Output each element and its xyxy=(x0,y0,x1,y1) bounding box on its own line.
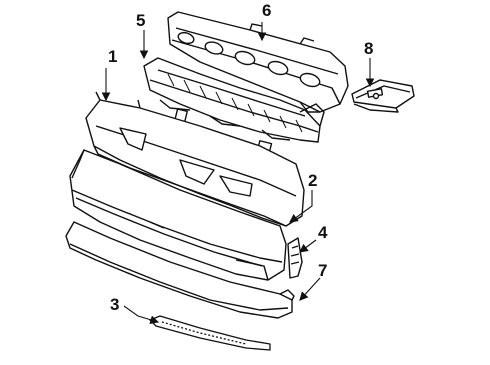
mounting-bracket xyxy=(351,79,415,113)
callout-5: 5 xyxy=(136,11,145,30)
callout-8: 8 xyxy=(364,39,373,58)
leader-3 xyxy=(123,305,160,325)
bumper-cover-upper xyxy=(85,91,305,227)
leader-lines xyxy=(101,22,375,325)
leader-4 xyxy=(299,239,317,253)
bumper-face-bar xyxy=(69,149,287,281)
leader-2 xyxy=(289,190,313,223)
lower-valance xyxy=(65,221,295,319)
reinforcement-bar xyxy=(167,11,349,113)
callout-4: 4 xyxy=(318,223,328,242)
callout-3: 3 xyxy=(110,295,119,314)
callout-6: 6 xyxy=(262,1,271,20)
lower-molding-strip xyxy=(149,315,271,351)
callout-1: 1 xyxy=(108,47,117,66)
side-bracket xyxy=(287,237,303,279)
callout-2: 2 xyxy=(308,171,317,190)
callout-7: 7 xyxy=(318,261,327,280)
leader-7 xyxy=(299,277,321,301)
